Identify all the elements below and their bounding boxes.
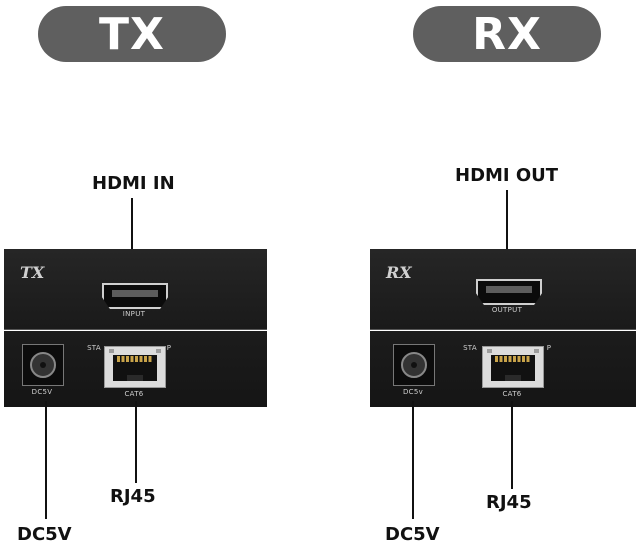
tx-hdmi-port-label: INPUT — [122, 310, 146, 318]
tx-title-pill: TX — [38, 6, 226, 62]
tx-rj45-port — [104, 346, 166, 388]
rx-p-label: P — [546, 344, 552, 352]
rx-dc-jack — [393, 344, 435, 386]
tx-led-right — [156, 349, 161, 353]
tx-hdmi-leader-line — [131, 198, 133, 280]
tx-dc-callout: DC5V — [17, 524, 72, 545]
rx-device: RX OUTPUT DC5v STA P CAT6 — [370, 249, 636, 407]
rx-dc-leader-line — [412, 401, 414, 519]
rx-rj45-label: CAT6 — [502, 390, 522, 398]
tx-rj45-label: CAT6 — [124, 390, 144, 398]
rx-rj45-port — [482, 346, 544, 388]
tx-hdmi-port — [102, 283, 168, 309]
rx-title: RX — [472, 8, 542, 60]
rx-badge: RX — [386, 263, 412, 282]
rx-hdmi-port-label: OUTPUT — [491, 306, 523, 314]
rx-title-pill: RX — [413, 6, 601, 62]
tx-rj45-callout: RJ45 — [110, 486, 156, 507]
tx-title: TX — [99, 8, 165, 60]
rx-hdmi-out-callout: HDMI OUT — [455, 165, 559, 186]
rx-led-right — [534, 349, 539, 353]
rx-rj45-leader-line — [511, 401, 513, 489]
tx-dc-leader-line — [45, 401, 47, 519]
rx-dc-callout: DC5V — [385, 524, 440, 545]
tx-device: TX INPUT DC5V STA P CAT6 — [4, 249, 267, 407]
rx-rj45-callout: RJ45 — [486, 492, 532, 513]
tx-dc-jack — [22, 344, 64, 386]
rx-hdmi-leader-line — [506, 190, 508, 280]
rx-led-left — [487, 349, 492, 353]
tx-rj45-leader-line — [135, 401, 137, 483]
rx-sta-label: STA — [463, 344, 477, 352]
rx-dc-ring — [401, 352, 427, 378]
rx-dc-label: DC5v — [402, 388, 424, 396]
tx-badge: TX — [20, 263, 45, 282]
tx-sta-label: STA — [87, 344, 101, 352]
tx-led-left — [109, 349, 114, 353]
rx-hdmi-port — [476, 279, 542, 305]
tx-dc-label: DC5V — [31, 388, 53, 396]
tx-hdmi-in-callout: HDMI IN — [92, 173, 175, 194]
tx-p-label: P — [166, 344, 172, 352]
tx-dc-ring — [30, 352, 56, 378]
